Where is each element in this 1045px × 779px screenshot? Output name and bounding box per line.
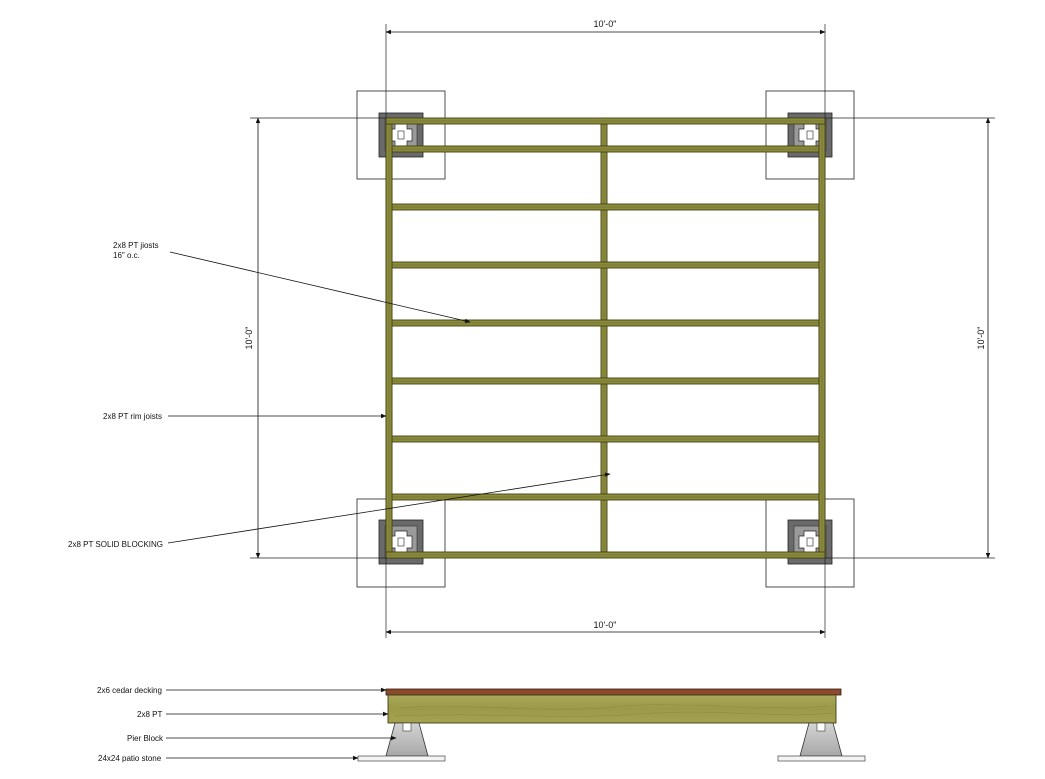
section-pier-block-left <box>385 722 429 757</box>
section-label-patio-stone: 24x24 patio stone <box>98 754 162 763</box>
section-label-decking: 2x6 cedar decking <box>97 686 162 695</box>
joist <box>385 319 826 327</box>
patio-stones-plan <box>356 90 855 588</box>
patio-stone-top-left <box>356 90 446 180</box>
deck-section-elevation <box>357 688 866 762</box>
section-label-framing: 2x8 PT <box>137 710 162 719</box>
callout-solid-blocking-label: 2x8 PT SOLID BLOCKING <box>68 540 163 549</box>
section-pier-block-right <box>799 722 843 757</box>
joist <box>385 435 826 443</box>
plan-callouts <box>167 251 611 544</box>
wood-grain <box>394 711 833 717</box>
section-callouts <box>166 687 397 761</box>
rim-joist-right-overlay <box>818 123 826 553</box>
callout-joists-label: 2x8 PT jiosts <box>113 241 159 250</box>
wood-grain <box>399 704 831 710</box>
joist <box>385 145 826 153</box>
section-patio-stone-right <box>777 755 866 762</box>
callout-joists-spacing: 16" o.c. <box>113 251 140 260</box>
joist <box>385 117 826 125</box>
dimension-top-label: 10'-0" <box>594 19 617 29</box>
joist <box>385 203 826 211</box>
joist <box>385 261 826 269</box>
patio-stone-top-right <box>765 90 855 180</box>
callout-rim-joists-label: 2x8 PT rim joists <box>103 412 162 421</box>
dimension-right-label: 10'-0" <box>976 327 986 350</box>
section-cedar-decking <box>385 688 842 696</box>
rim-joist-left-overlay <box>385 123 393 553</box>
joist <box>385 551 826 559</box>
callout-leader-joists <box>169 251 471 324</box>
section-label-pier-block: Pier Block <box>127 734 164 743</box>
dimension-bottom-label: 10'-0" <box>594 620 617 630</box>
callout-leader-solid-blocking <box>167 472 611 544</box>
deck-framing <box>385 117 826 559</box>
section-patio-stone-left <box>357 755 446 762</box>
dimension-left-label: 10'-0" <box>244 327 254 350</box>
section-framing-joist <box>387 694 837 724</box>
joist <box>385 377 826 385</box>
dimension-lines <box>250 24 995 638</box>
joist <box>385 493 826 501</box>
solid-blocking-center <box>600 123 608 553</box>
